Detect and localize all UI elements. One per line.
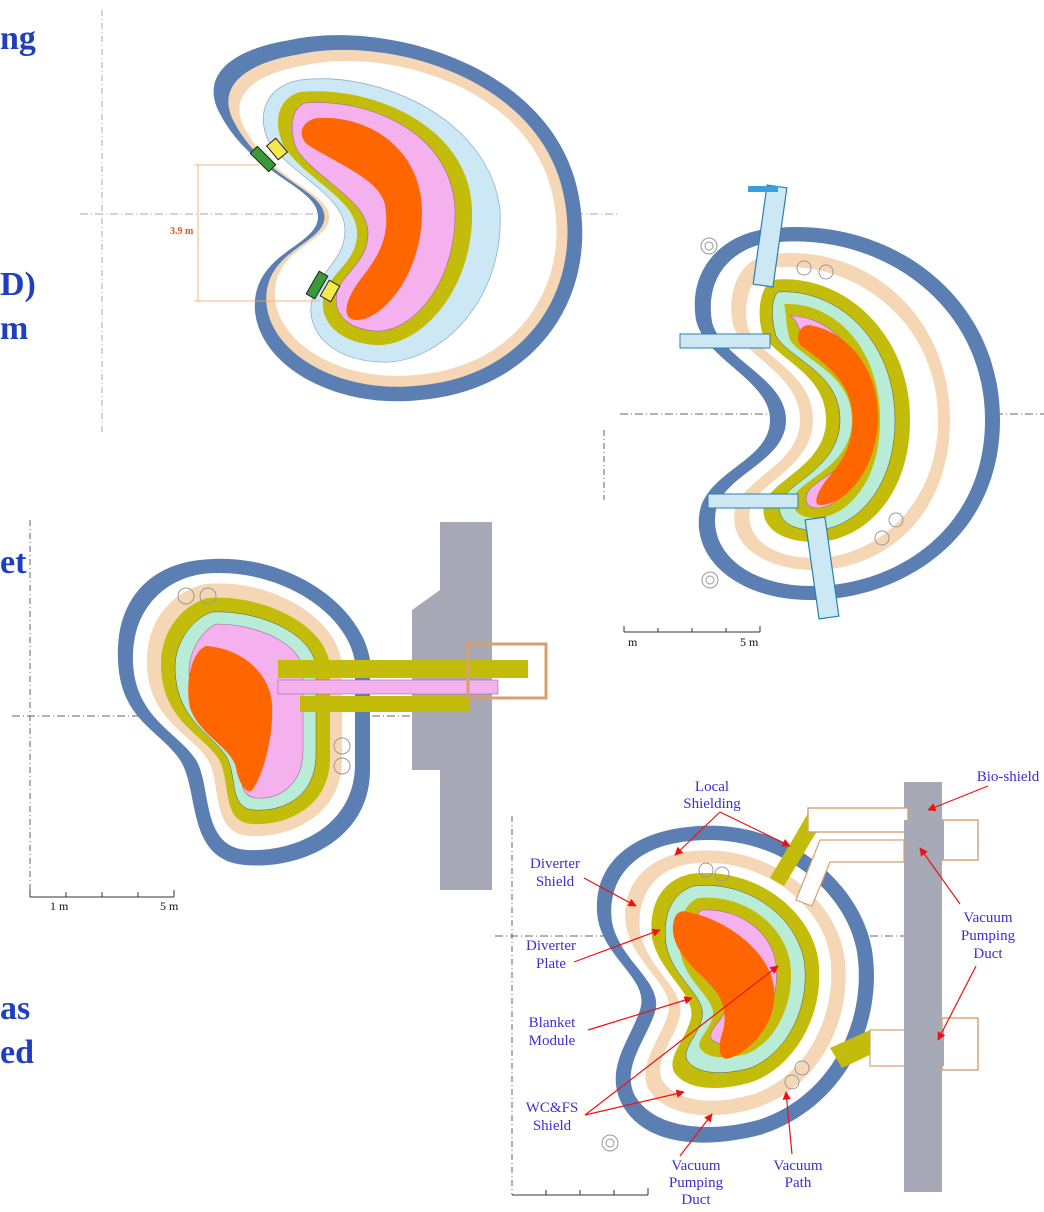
scale-left-left-label: 1 m [50,899,69,913]
arrow-vacuum-pumping-duct-right-b [937,965,977,1041]
diagram-labeled: Local Shielding Bio-shield Diverter Shie… [495,769,1040,1208]
arrow-blanket-module [587,996,693,1031]
dimension-label: 3.9 m [170,226,194,237]
arrow-wcfs-shield-b [584,1089,685,1116]
label-bio-shield: Bio-shield [977,769,1040,785]
label-diverter-shield-2: Shield [536,874,575,890]
diagram-right: m 5 m [603,184,1044,649]
label-local-shielding-1: Local [695,779,729,795]
label-diverter-plate-1: Diverter [526,938,576,954]
slide-text-5: as [0,990,31,1027]
arrow-bio-shield [927,785,989,812]
arrow-diverter-shield [583,877,637,907]
arrow-vacuum-pumping-duct-right-a [919,847,961,905]
label-blanket-module-2: Module [529,1033,576,1049]
scale-right-left-label: m [628,635,638,649]
arrow-local-shielding-a [674,811,721,856]
label-diverter-plate-2: Plate [536,956,566,972]
label-vacuum-pumping-duct-bottom-2: Pumping [669,1175,724,1191]
label-vacuum-path-2: Path [785,1175,812,1191]
label-blanket-module-1: Blanket [529,1015,576,1031]
label-diverter-shield-1: Diverter [530,856,580,872]
slide-text-1: ng [0,20,36,57]
arrow-wcfs-shield-a [584,965,779,1116]
arrow-local-shielding-b [719,811,791,847]
scale-left-right-label: 5 m [160,899,179,913]
slide-text-2: D) [0,266,36,303]
label-local-shielding-2: Shielding [683,796,741,812]
diagram-left: 1 m 5 m [12,520,548,913]
label-vacuum-pumping-duct-right-3: Duct [973,946,1003,962]
slide-text-4: et [0,544,27,581]
slide-text-6: ed [0,1034,34,1071]
label-vacuum-path-1: Vacuum [773,1158,822,1174]
scale-right-right-label: 5 m [740,635,759,649]
diagram-top: 3.9 m [80,10,620,435]
arrow-vacuum-path [782,1091,793,1155]
arrow-diverter-plate [573,928,661,963]
label-wcfs-shield-1: WC&FS [526,1100,579,1116]
slide-text-3: m [0,310,29,347]
label-vacuum-pumping-duct-bottom-3: Duct [681,1192,711,1208]
label-vacuum-pumping-duct-right-1: Vacuum [963,910,1012,926]
label-wcfs-shield-2: Shield [533,1118,572,1134]
arrow-vacuum-pumping-duct-bottom [679,1113,713,1157]
label-vacuum-pumping-duct-bottom-1: Vacuum [671,1158,720,1174]
label-vacuum-pumping-duct-right-2: Pumping [961,928,1016,944]
